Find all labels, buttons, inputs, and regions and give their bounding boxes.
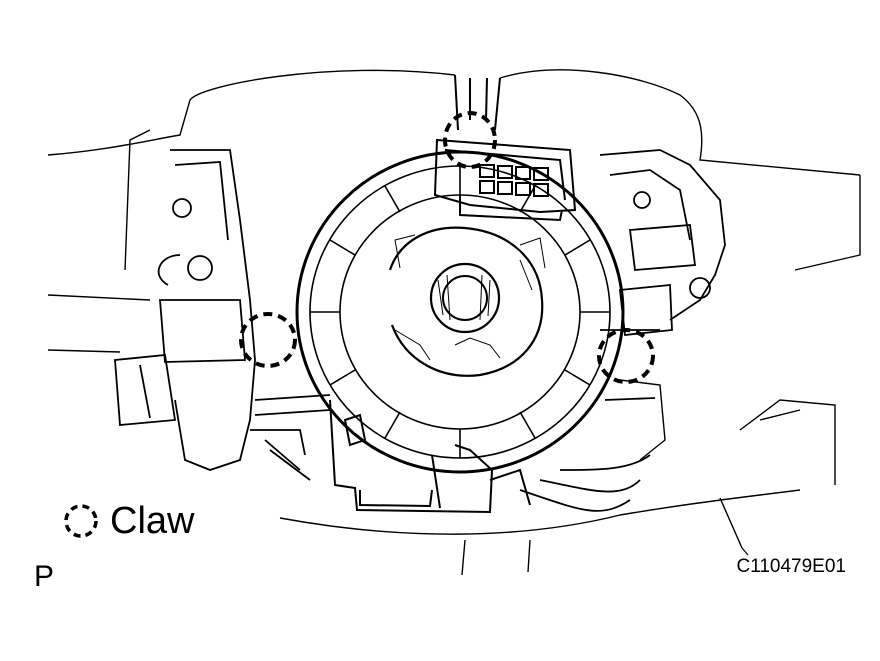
legend-label: Claw bbox=[110, 500, 195, 542]
dashed-circle-icon bbox=[64, 504, 98, 538]
column-housing-outline bbox=[47, 69, 861, 576]
view-letter: P bbox=[34, 560, 55, 593]
wire-harness-top bbox=[454, 74, 501, 131]
claw-marker-right bbox=[597, 328, 655, 384]
legend: Claw bbox=[60, 500, 194, 542]
lower-connector-body bbox=[329, 399, 531, 514]
claw-marker-left bbox=[239, 312, 297, 368]
right-switch-assembly bbox=[519, 149, 726, 512]
leader-lines bbox=[741, 547, 749, 556]
left-switch-assembly bbox=[114, 149, 331, 481]
figure-id: C110479E01 bbox=[736, 556, 846, 577]
claw-marker-top bbox=[443, 111, 497, 169]
spiral-cable-hub bbox=[388, 226, 546, 377]
